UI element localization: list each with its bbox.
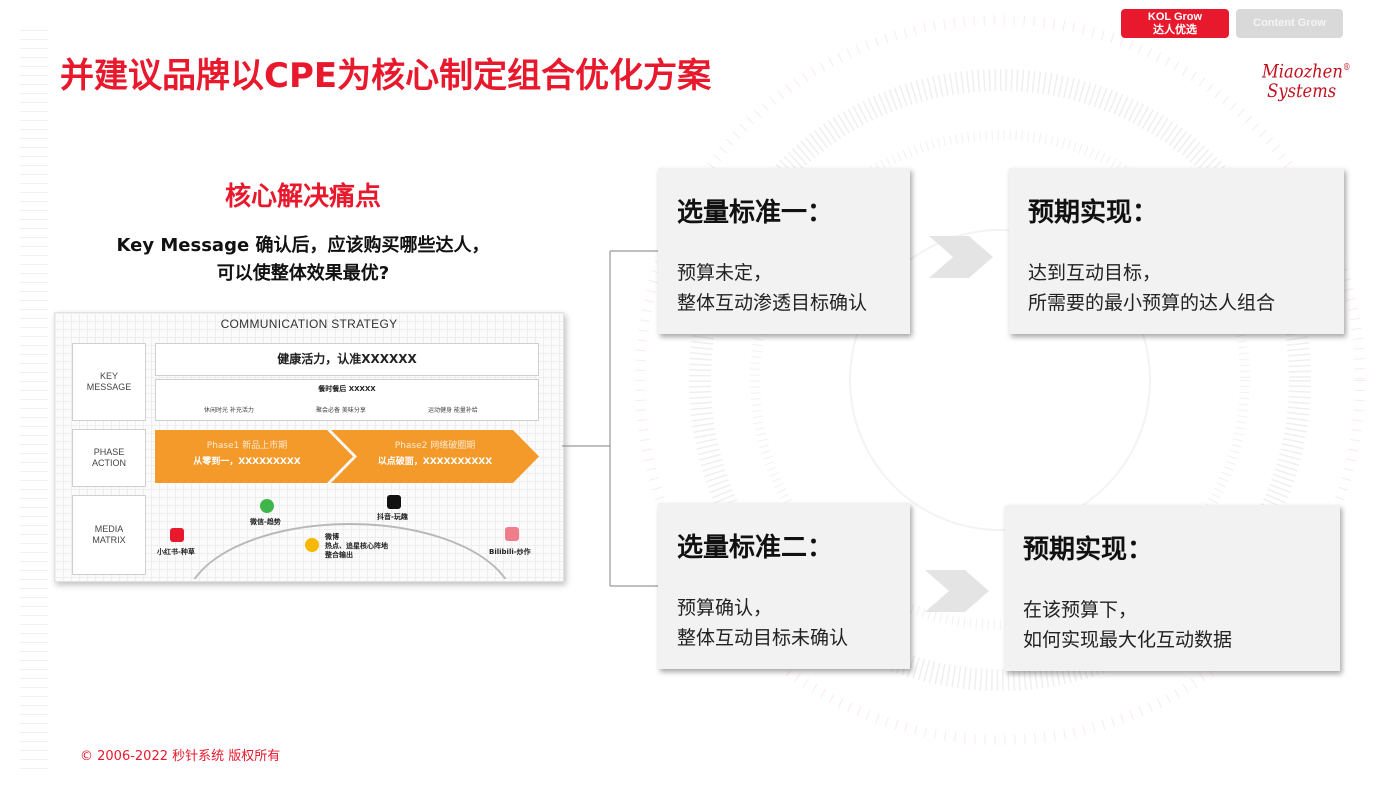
media-label-douyin: 抖音-玩趣	[377, 513, 408, 521]
criteria-1-body-line1: 预算未定，	[677, 262, 773, 284]
outcome-card-2: 预期实现： 在该预算下， 如何实现最大化互动数据	[1005, 505, 1340, 671]
key-message-sub-title: 餐时餐后 XXXXX	[318, 385, 376, 393]
weibo-icon	[305, 538, 319, 552]
key-message-sub-1: 休闲时光 补充活力	[204, 407, 254, 414]
phase2-desc: 以点破面，XXXXXXXXXX	[377, 457, 493, 467]
copyright-footer: © 2006-2022 秒针系统 版权所有	[80, 749, 281, 764]
media-label-weibo: 微博 热点、追星核心阵地 整合输出	[325, 533, 388, 559]
row-label-key-message: KEY MESSAGE	[72, 343, 146, 421]
phase1-name: Phase1 新品上市期	[206, 441, 288, 451]
phase-arrows	[155, 430, 539, 483]
key-question: Key Message 确认后，应该购买哪些达人， 可以使整体效果最优?	[60, 232, 546, 288]
key-message-sub-3: 运动健身 能量补给	[428, 407, 478, 414]
criteria-2-body-line1: 预算确认，	[677, 597, 773, 619]
key-message-detail: 餐时餐后 XXXXX 休闲时光 补充活力 聚会必备 美味分享 运动健身 能量补给	[155, 379, 539, 421]
logo-line2: Systems	[1267, 80, 1337, 103]
outcome-2-body-line1: 在该预算下，	[1023, 599, 1138, 621]
media-label-xiaohongshu: 小红书-种草	[157, 548, 195, 556]
tab-kol-grow-label: KOL Grow	[1147, 10, 1203, 23]
criteria-card-2: 选量标准二： 预算确认， 整体互动目标未确认	[658, 503, 910, 669]
row-label-phase-action-text: PHASE ACTION	[91, 447, 126, 468]
bilibili-icon	[505, 527, 519, 541]
criteria-1-title: 选量标准一：	[677, 198, 834, 228]
phase2-name: Phase2 网络破圈期	[394, 441, 476, 451]
logo-line1: Miaozhen	[1262, 60, 1343, 83]
strategy-title: COMMUNICATION STRATEGY	[220, 317, 398, 331]
criteria-1-body-line2: 整体互动渗透目标确认	[677, 292, 868, 314]
communication-strategy-diagram: COMMUNICATION STRATEGY KEY MESSAGE PHASE…	[54, 312, 564, 582]
douyin-icon	[387, 495, 401, 509]
pain-point-heading: 核心解决痛点	[224, 182, 381, 212]
row-label-phase-action: PHASE ACTION	[72, 429, 146, 487]
media-label-wechat: 微信-趋势	[250, 518, 281, 526]
tab-kol-grow[interactable]: KOL Grow 达人优选	[1121, 9, 1229, 38]
outcome-1-body-line2: 所需要的最小预算的达人组合	[1028, 292, 1276, 314]
phase1-arrow-shape	[155, 430, 353, 483]
page-title: 并建议品牌以CPE为核心制定组合优化方案	[60, 56, 712, 96]
tab-kol-grow-sublabel: 达人优选	[1153, 23, 1197, 36]
tab-content-grow-label: Content Grow	[1253, 17, 1326, 29]
key-message-sub-2: 聚会必备 美味分享	[316, 407, 366, 414]
media-matrix-area: 小红书-种草 微信-趋势 微博 热点、追星核心阵地 整合输出 抖音-玩趣 Bil…	[155, 495, 541, 579]
row-label-media-matrix: MEDIA MATRIX	[72, 495, 146, 575]
criteria-2-body-line2: 整体互动目标未确认	[677, 627, 849, 649]
outcome-2-title: 预期实现：	[1023, 535, 1154, 565]
left-ruler-decoration	[20, 30, 48, 770]
criteria-card-1: 选量标准一： 预算未定， 整体互动渗透目标确认	[658, 168, 910, 334]
row-label-key-message-text: KEY MESSAGE	[86, 371, 132, 392]
media-label-bilibili: Bilibili-炒作	[489, 548, 531, 556]
key-question-line1: Key Message 确认后，应该购买哪些达人，	[116, 235, 490, 256]
criteria-2-title: 选量标准二：	[677, 533, 834, 563]
chevron-right-icon	[929, 236, 993, 278]
tab-content-grow[interactable]: Content Grow	[1236, 9, 1343, 38]
phase2-arrow-shape	[331, 430, 539, 483]
outcome-2-body-line2: 如何实现最大化互动数据	[1023, 629, 1233, 651]
outcome-1-body-line1: 达到互动目标，	[1028, 262, 1162, 284]
logo-registered-mark: ®	[1342, 63, 1351, 73]
outcome-card-1: 预期实现： 达到互动目标， 所需要的最小预算的达人组合	[1009, 168, 1344, 334]
row-label-media-matrix-text: MEDIA MATRIX	[92, 524, 126, 545]
key-question-line2: 可以使整体效果最优?	[216, 263, 390, 284]
miaozhen-logo: Miaozhen® Systems	[1262, 58, 1351, 103]
xiaohongshu-icon	[170, 528, 184, 542]
key-message-main: 健康活力，认准XXXXXX	[155, 343, 539, 376]
wechat-icon	[260, 499, 274, 513]
phase1-desc: 从零到一，XXXXXXXXX	[193, 457, 301, 467]
chevron-right-icon	[925, 570, 989, 612]
outcome-1-title: 预期实现：	[1028, 198, 1159, 228]
